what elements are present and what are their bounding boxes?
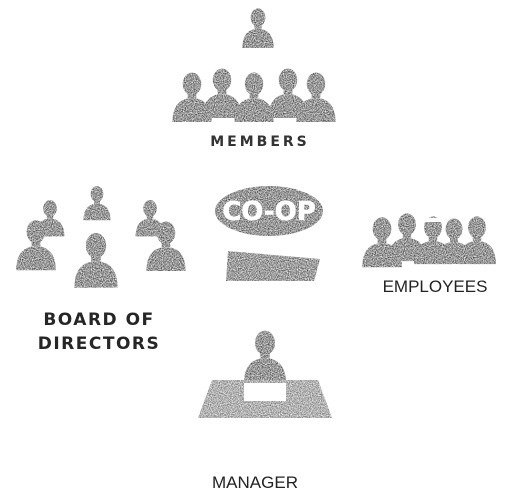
members-label: MEMBERS	[210, 134, 310, 150]
members-group-icon	[170, 68, 340, 124]
coop-logo-text: CO-OP	[222, 197, 316, 227]
manager-label: MANAGER	[212, 473, 298, 492]
board-of-directors-label: BOARD OF DIRECTORS	[14, 308, 184, 356]
manager-desk-icon	[196, 330, 336, 422]
board-label-line1: BOARD OF	[43, 310, 155, 330]
employees-label: EMPLOYEES	[382, 277, 488, 296]
board-members-icon	[8, 185, 193, 295]
member-single-icon	[240, 8, 276, 48]
coop-logo: CO-OP	[214, 185, 326, 285]
board-label-line2: DIRECTORS	[37, 334, 161, 354]
employees-group-icon	[360, 212, 500, 268]
